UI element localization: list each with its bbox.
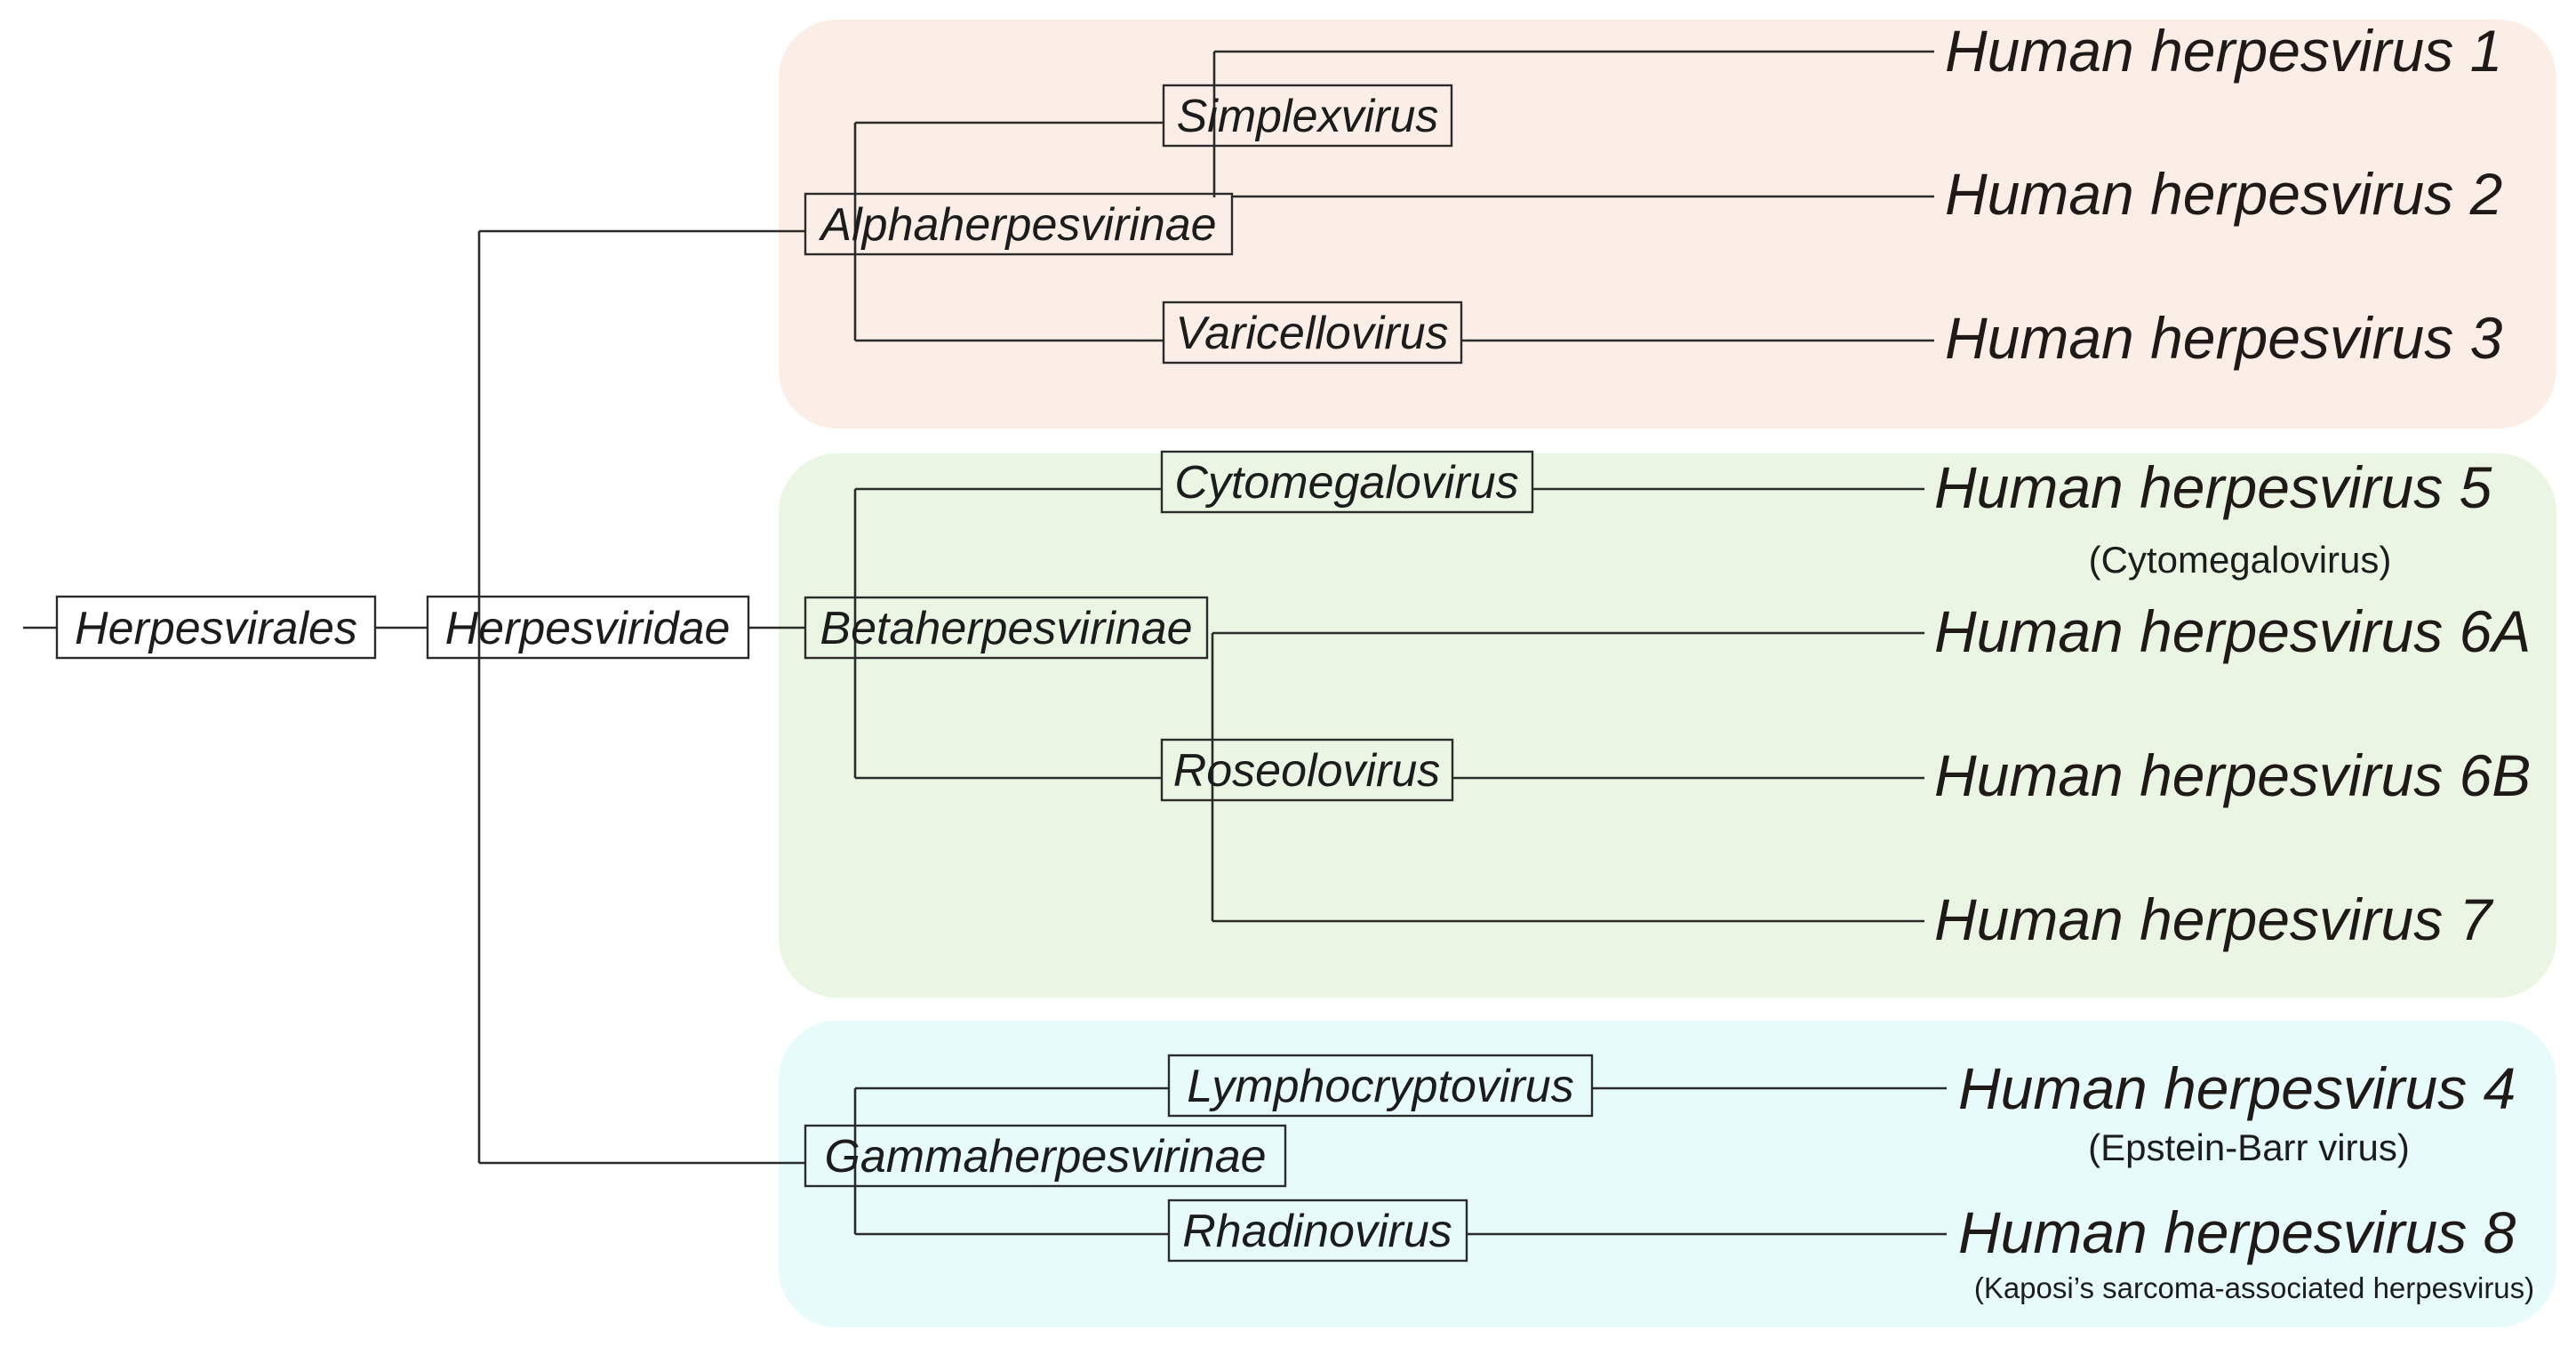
species-hhv5: Human herpesvirus 5 <box>1934 454 2492 520</box>
node-gammaherpesvirinae: Gammaherpesvirinae <box>804 1124 1287 1188</box>
node-alphaherpesvirinae: Alphaherpesvirinae <box>804 192 1234 256</box>
node-label: Lymphocryptovirus <box>1187 1061 1573 1112</box>
species-hhv8-note: (Kaposi’s sarcoma-associated herpesvirus… <box>1974 1271 2534 1304</box>
node-label: Alphaherpesvirinae <box>818 199 1216 251</box>
species-hhv2: Human herpesvirus 2 <box>1945 161 2502 227</box>
node-label: Rhadinovirus <box>1182 1206 1452 1257</box>
node-label: Herpesvirales <box>75 603 357 654</box>
species-hhv6a: Human herpesvirus 6A <box>1934 598 2531 664</box>
node-roseolovirus: Roseolovirus <box>1160 738 1454 802</box>
node-label: Roseolovirus <box>1173 745 1441 797</box>
node-herpesvirales: Herpesvirales <box>55 595 377 660</box>
node-label: Betaherpesvirinae <box>820 603 1192 654</box>
node-label: Cytomegalovirus <box>1174 457 1518 509</box>
node-simplexvirus: Simplexvirus <box>1162 84 1453 148</box>
node-varicellovirus: Varicellovirus <box>1162 301 1463 365</box>
species-hhv6b: Human herpesvirus 6B <box>1934 742 2531 808</box>
species-hhv8: Human herpesvirus 8 <box>1958 1199 2516 1265</box>
betaherpesvirinae-band <box>779 453 2556 998</box>
species-hhv7: Human herpesvirus 7 <box>1934 886 2494 952</box>
tree-edges <box>23 50 1947 1236</box>
node-cytomegalovirus: Cytomegalovirus <box>1160 450 1534 514</box>
species-hhv4-note: (Epstein-Barr virus) <box>2088 1127 2410 1168</box>
species-hhv5-note: (Cytomegalovirus) <box>2089 539 2392 581</box>
node-label: Simplexvirus <box>1177 91 1439 142</box>
node-rhadinovirus: Rhadinovirus <box>1167 1199 1468 1263</box>
species-hhv1: Human herpesvirus 1 <box>1945 18 2502 84</box>
species-hhv4: Human herpesvirus 4 <box>1958 1055 2516 1121</box>
node-lymphocryptovirus: Lymphocryptovirus <box>1167 1054 1594 1118</box>
species-hhv3: Human herpesvirus 3 <box>1945 305 2503 371</box>
node-label: Gammaherpesvirinae <box>824 1131 1266 1183</box>
node-label: Herpesviridae <box>445 603 731 654</box>
node-herpesviridae: Herpesviridae <box>426 595 750 660</box>
alphaherpesvirinae-band <box>779 20 2556 429</box>
node-label: Varicellovirus <box>1175 308 1448 359</box>
gammaherpesvirinae-band <box>779 1021 2556 1327</box>
node-betaherpesvirinae: Betaherpesvirinae <box>804 596 1209 660</box>
